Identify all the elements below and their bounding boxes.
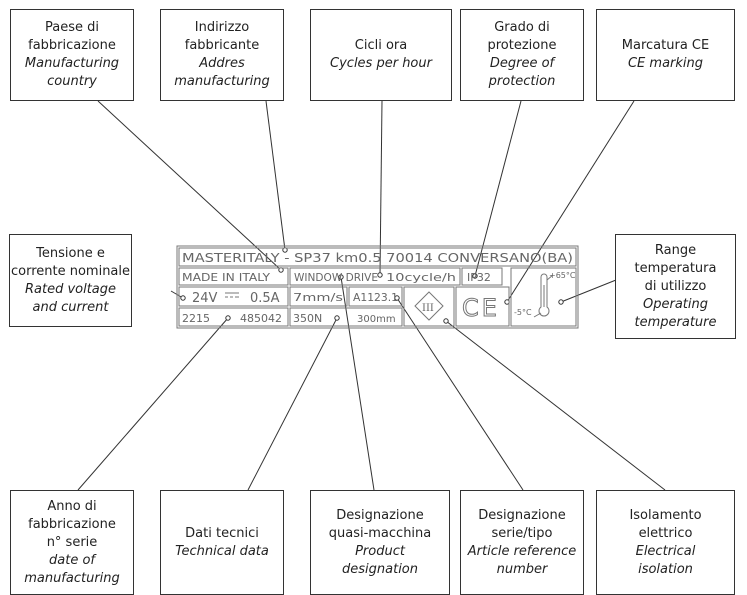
callout-label-it: elettrico <box>638 525 693 541</box>
callout-label-en: country <box>47 74 97 89</box>
leader-dot <box>180 295 186 301</box>
plate-stroke: 300mm <box>357 314 396 325</box>
callout-label-it: corrente nominale <box>10 263 131 279</box>
callout-label-en: Technical data <box>175 543 269 559</box>
plate-cycles: 10cycle/h <box>386 271 456 284</box>
callout-label-it: fabbricazione <box>28 516 116 532</box>
callout-label-en: Degree of <box>489 56 555 71</box>
leader-dot <box>377 272 383 278</box>
callout-ce-marking: Marcatura CE CE marking <box>596 9 735 101</box>
plate-temp-min: -5°C <box>514 308 532 317</box>
callout-label-en: manufacturing <box>174 74 270 89</box>
callout-label-it: Grado di <box>494 20 550 35</box>
plate-temp-max: +65°C <box>549 271 576 280</box>
plate-ip: IP32 <box>467 271 491 284</box>
rating-plate: MASTERITALY - SP37 km0.5 70014 CONVERSAN… <box>176 245 579 329</box>
callout-label-en: CE marking <box>627 56 704 71</box>
plate-product: WINDOW DRIVE <box>294 271 378 284</box>
callout-label-it: serie/tipo <box>491 525 553 541</box>
leader-dot <box>338 274 344 280</box>
callout-label-en: Article reference <box>467 543 577 559</box>
callout-label-it: di utilizzo <box>644 278 707 294</box>
ce-mark-icon: CE <box>462 294 500 322</box>
leader-dot <box>558 299 564 305</box>
plate-article: A1123.1 <box>353 291 398 304</box>
callout-label-en: Operating <box>643 296 708 312</box>
plate-class: III <box>422 303 434 314</box>
callout-label-it: Dati tecnici <box>185 525 259 541</box>
callout-label-it: Cicli ora <box>354 38 408 53</box>
plate-voltage: 24V <box>192 291 218 306</box>
callout-label-en: Product <box>355 543 405 559</box>
callout-label-en: Addres <box>199 56 245 71</box>
callout-label-en: Rated voltage <box>24 281 117 297</box>
callout-label-it: Designazione <box>336 507 424 523</box>
thermometer-icon <box>538 273 550 317</box>
plate-force: 350N <box>293 312 322 325</box>
callout-label-en: manufacturing <box>24 570 120 586</box>
plate-year: 2215 <box>182 312 210 325</box>
callout-label-it: Isolamento <box>629 507 702 523</box>
leader-dot <box>334 315 340 321</box>
callout-label-it: fabbricante <box>184 38 260 53</box>
callout-label-en: Manufacturing <box>24 56 120 71</box>
plate-row1: MASTERITALY - SP37 km0.5 70014 CONVERSAN… <box>182 250 573 265</box>
callout-label-it: protezione <box>487 38 557 53</box>
plate-speed: 7mm/s <box>293 291 343 304</box>
callout-label-it: temperatura <box>634 260 717 276</box>
callout-label-it: Tensione e <box>36 245 105 261</box>
callout-label-it: fabbricazione <box>28 38 116 53</box>
callout-label-it: Paese di <box>45 20 99 35</box>
leader-dot <box>225 315 231 321</box>
leader-dot <box>394 295 400 301</box>
callout-label-it: n° serie <box>46 534 98 550</box>
leader-dot <box>472 273 478 279</box>
callout-label-en: date of <box>49 552 95 568</box>
callout-label-en: and current <box>32 299 109 315</box>
callout-label-it: Designazione <box>478 507 566 523</box>
callout-label-en: designation <box>342 561 418 577</box>
callout-label-en: Cycles per hour <box>330 56 432 71</box>
plate-made-in: MADE IN ITALY <box>182 271 270 284</box>
callout-label-it: quasi-macchina <box>328 525 432 541</box>
callout-label-en: number <box>496 561 548 577</box>
callout-label-en: protection <box>488 74 556 89</box>
callout-label-en: temperature <box>634 314 717 330</box>
callout-label-it: Anno di <box>47 498 97 514</box>
callout-label-it: Marcatura CE <box>621 38 710 53</box>
plate-current: 0.5A <box>250 291 280 306</box>
callout-label-en: Electrical <box>635 543 696 559</box>
callout-label-en: isolation <box>638 561 693 577</box>
plate-serial: 485042 <box>240 312 282 325</box>
callout-label-it: Indirizzo <box>194 20 250 35</box>
leader-dot <box>443 318 449 324</box>
callout-year-serial: Anno di fabbricazione n° serie date of manuf… <box>10 490 134 595</box>
class-iii-diamond-icon <box>414 291 444 321</box>
callout-label-it: Range <box>654 242 697 258</box>
